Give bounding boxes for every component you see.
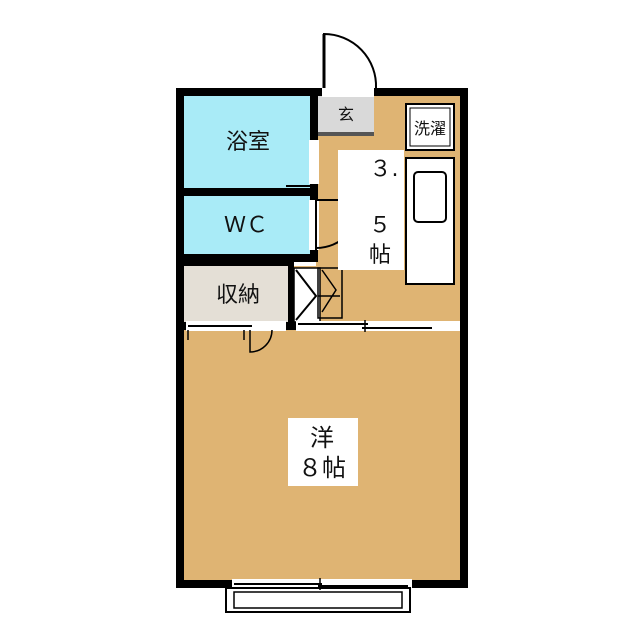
- entrance-door-gap: [322, 87, 374, 97]
- laundry-box: [405, 103, 455, 151]
- laundry-inner: [409, 107, 451, 147]
- kitchen-size-unit: 帖: [369, 243, 391, 268]
- kitchen-label-box: [338, 150, 404, 270]
- wall-storage-right: [288, 262, 294, 326]
- kitchen-size-2: ５: [369, 213, 391, 238]
- western-label-box: [288, 418, 358, 486]
- wall-bath-wc: [184, 188, 318, 196]
- entrance-label: 玄: [338, 105, 354, 124]
- entrance-door-swing: [323, 32, 378, 89]
- western-room-label: 洋: [310, 424, 334, 452]
- kitchen-sink: [413, 171, 447, 223]
- slide-door-gap: [296, 321, 460, 331]
- kitchen-size-1: ３.: [370, 157, 399, 182]
- entrance-fill: [318, 96, 374, 136]
- wc-fill: [184, 196, 310, 254]
- wall-entrance-step: [318, 132, 374, 136]
- wall-storage-top: [184, 262, 288, 266]
- outer-wall-right: [460, 88, 468, 588]
- storage-fold-door: [295, 269, 318, 321]
- wc-label: ＷＣ: [224, 213, 268, 238]
- outer-wall-left: [176, 88, 184, 588]
- hall-fold-door: [318, 269, 340, 313]
- storage-label: 収納: [216, 283, 260, 308]
- bath-door-gap: [309, 140, 319, 184]
- bath-fill: [184, 96, 312, 188]
- wall-wc-bottom: [184, 254, 318, 262]
- storage-fill: [184, 266, 288, 322]
- bottom-window-inner: [233, 591, 403, 609]
- bath-label: 浴室: [226, 130, 270, 155]
- hall-fold-door-box: [317, 267, 343, 319]
- room-door-swing: [249, 329, 273, 353]
- laundry-label: 洗濯: [414, 119, 446, 138]
- western-room-size: ８帖: [298, 454, 346, 482]
- wc-door-gap: [309, 200, 319, 250]
